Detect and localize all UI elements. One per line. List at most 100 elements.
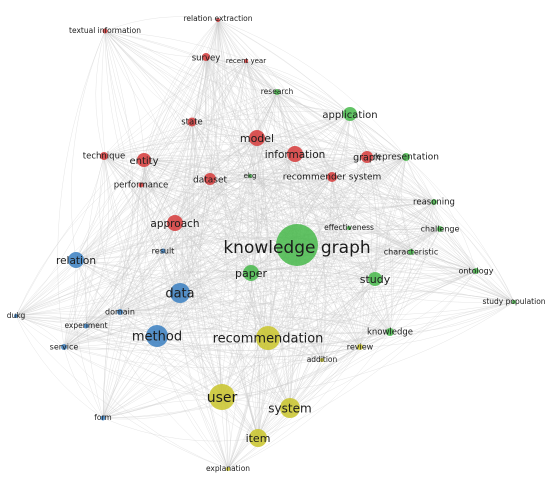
edge (250, 272, 391, 333)
edge (331, 176, 412, 253)
edge (174, 192, 435, 224)
edge (63, 346, 223, 398)
edge (140, 176, 333, 195)
edge (217, 19, 477, 272)
edge (205, 56, 391, 333)
label-survey: survey (192, 54, 221, 64)
edge (104, 30, 435, 203)
edge (119, 301, 391, 333)
edge (103, 155, 229, 470)
edge (289, 301, 515, 409)
edge (174, 222, 269, 339)
edge (119, 250, 164, 313)
label-performance: performance (114, 181, 168, 191)
edge (75, 259, 515, 316)
edge (209, 169, 333, 180)
edge (85, 250, 412, 327)
edge (140, 149, 407, 186)
edge (226, 153, 296, 470)
label-user: user (207, 390, 238, 406)
node-layer (14, 18, 516, 471)
node-knowledge-graph (276, 224, 318, 266)
edge (321, 156, 407, 361)
edge (103, 111, 351, 157)
node-user (209, 384, 235, 410)
edge (294, 147, 407, 158)
node-representation (402, 153, 410, 161)
edge (156, 335, 259, 439)
edge (250, 272, 361, 348)
edge (102, 228, 441, 419)
edge (85, 325, 269, 346)
edge (227, 272, 256, 470)
edge (405, 156, 435, 203)
edge (63, 346, 361, 368)
edge (321, 156, 368, 361)
edge (349, 113, 435, 203)
node-recommendation (256, 326, 280, 350)
edge (267, 301, 515, 343)
edge (85, 272, 252, 327)
node-dataset (204, 173, 216, 185)
edge (174, 175, 251, 224)
node-form (100, 415, 106, 421)
edge (257, 201, 435, 439)
edge (179, 292, 515, 322)
edge (85, 155, 109, 327)
edge (289, 278, 376, 409)
node-service (61, 344, 67, 350)
edge (140, 178, 211, 188)
node-result (160, 248, 166, 254)
edge (119, 251, 412, 314)
label-recommendation: recommendation (213, 332, 324, 347)
edge (321, 270, 477, 361)
edge (15, 292, 181, 320)
node-ekg (248, 174, 252, 178)
label-explanation: explanation (206, 464, 250, 473)
node-dukg (14, 314, 18, 318)
edge (104, 16, 219, 32)
edge (162, 237, 477, 272)
node-relation-extraction (216, 18, 220, 22)
edge (331, 156, 407, 178)
edge (174, 222, 361, 348)
edge (102, 56, 207, 419)
node-characteristic (408, 249, 414, 255)
label-information: information (265, 149, 326, 161)
edge (249, 175, 258, 274)
edge (209, 178, 477, 272)
label-effectiveness: effectiveness (324, 223, 374, 232)
edge (257, 270, 477, 439)
edge (256, 137, 407, 161)
edge (156, 91, 278, 337)
edge (15, 176, 333, 317)
edge (174, 207, 441, 230)
label-relation-extraction: relation extraction (184, 14, 253, 23)
edge (75, 259, 223, 398)
edge (205, 56, 515, 303)
edge (63, 155, 106, 348)
edge (102, 292, 181, 419)
edge (119, 311, 291, 409)
edge (433, 201, 477, 272)
edge (179, 271, 376, 294)
edge (15, 155, 105, 317)
edge (63, 259, 78, 348)
edge (119, 175, 251, 313)
edge (75, 178, 211, 261)
edge (249, 175, 391, 333)
edge (102, 331, 391, 419)
edge (75, 176, 333, 261)
edge (209, 156, 407, 185)
node-reasoning (431, 199, 437, 205)
edge (249, 175, 323, 361)
edge (221, 301, 515, 398)
edge (221, 346, 361, 398)
node-technique (100, 152, 108, 160)
edge (63, 159, 145, 348)
edge (140, 184, 361, 348)
edge (63, 346, 229, 470)
label-study-population: study population (482, 297, 545, 306)
